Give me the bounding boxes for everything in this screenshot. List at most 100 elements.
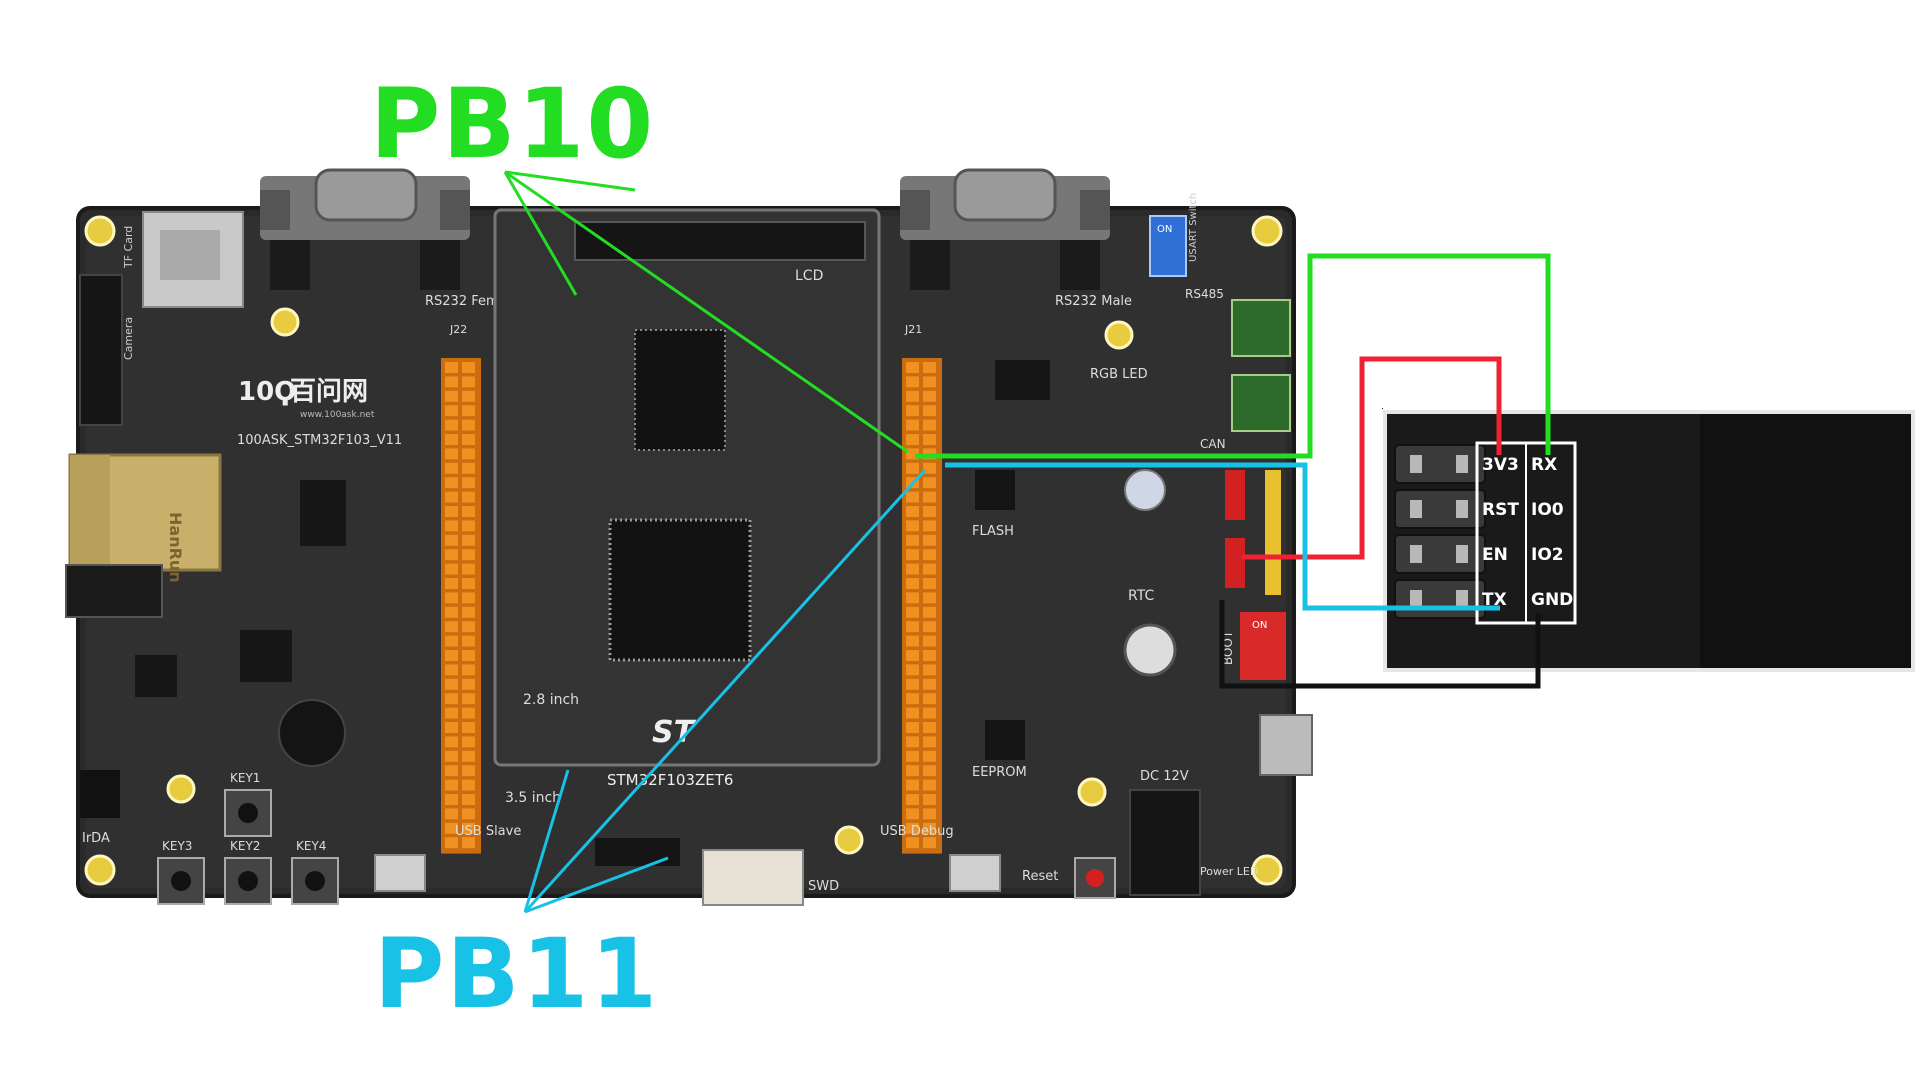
header-pin bbox=[462, 678, 475, 690]
header-pin bbox=[906, 520, 919, 532]
key2-label: KEY2 bbox=[230, 839, 260, 853]
header-base bbox=[441, 358, 481, 854]
key3-button[interactable] bbox=[157, 857, 205, 905]
header-pin bbox=[462, 693, 475, 705]
usart-switch bbox=[1149, 215, 1187, 277]
eeprom-chip bbox=[985, 720, 1025, 760]
rs232-female-connector bbox=[260, 168, 470, 290]
power-switch bbox=[1259, 714, 1313, 776]
header-j22-label: J22 bbox=[449, 323, 467, 336]
lcd-connector bbox=[574, 221, 866, 261]
header-pin bbox=[445, 621, 458, 633]
flash-label: FLASH bbox=[972, 524, 1014, 539]
header-pin bbox=[923, 419, 936, 431]
rs485-terminal bbox=[1231, 299, 1291, 357]
header-pin bbox=[445, 808, 458, 820]
header-pin bbox=[462, 462, 475, 474]
usb-debug-port bbox=[949, 854, 1001, 892]
header-pin bbox=[923, 405, 936, 417]
header-pin bbox=[906, 650, 919, 661]
header-pin bbox=[462, 390, 475, 402]
module-pin-label-tx: TX bbox=[1482, 590, 1507, 610]
header-pin bbox=[445, 462, 458, 474]
header-pin bbox=[923, 664, 936, 676]
header-pin bbox=[906, 678, 919, 690]
power-led-label: Power LED bbox=[1200, 865, 1258, 878]
hanrun-label: HanRun bbox=[166, 512, 185, 583]
header-pin bbox=[923, 650, 936, 661]
camera-label: Camera bbox=[122, 317, 135, 360]
header-pin bbox=[923, 563, 936, 575]
header-pin bbox=[923, 534, 936, 546]
header-pin bbox=[445, 822, 458, 834]
header-pin bbox=[445, 448, 458, 460]
header-pin bbox=[445, 434, 458, 445]
header-pin bbox=[462, 736, 475, 748]
header-pin bbox=[462, 635, 475, 647]
can-terminal bbox=[1231, 374, 1291, 432]
rtc-label: RTC bbox=[1128, 588, 1154, 604]
header-pin bbox=[445, 736, 458, 748]
header-pin bbox=[462, 621, 475, 633]
header-pin bbox=[462, 794, 475, 805]
header-pin bbox=[923, 722, 936, 733]
header-pin bbox=[462, 520, 475, 532]
mcu-label: STM32F103ZET6 bbox=[607, 771, 733, 789]
brand-name: 百问网 bbox=[290, 377, 368, 407]
gpio-header-left bbox=[441, 358, 481, 854]
header-pin bbox=[923, 592, 936, 604]
header-pin bbox=[906, 779, 919, 791]
header-pin bbox=[445, 477, 458, 489]
header-pin bbox=[445, 578, 458, 589]
header-j21-label: J21 bbox=[904, 323, 922, 336]
header-pin bbox=[906, 794, 919, 805]
header-pin bbox=[906, 722, 919, 733]
key3-label: KEY3 bbox=[162, 839, 192, 853]
key4-label: KEY4 bbox=[296, 839, 326, 853]
header-pin bbox=[462, 578, 475, 589]
buzzer bbox=[278, 699, 346, 767]
eeprom-label: EEPROM bbox=[972, 765, 1027, 780]
header-pin bbox=[923, 779, 936, 791]
header-pin bbox=[462, 765, 475, 777]
rgb-led-label: RGB LED bbox=[1090, 367, 1148, 382]
tf-card-slot bbox=[142, 211, 244, 308]
mcu-chip bbox=[608, 518, 752, 662]
header-pin bbox=[906, 693, 919, 705]
pb10-label: PB10 bbox=[370, 68, 656, 180]
header-pin bbox=[462, 506, 475, 517]
header-pin bbox=[906, 606, 919, 618]
header-pin bbox=[462, 477, 475, 489]
module-pin-label-3v3: 3V3 bbox=[1482, 455, 1519, 475]
header-pin bbox=[462, 376, 475, 388]
header-pin bbox=[923, 549, 936, 561]
gpio-header-right bbox=[902, 358, 942, 854]
header-pin bbox=[462, 592, 475, 604]
header-pin bbox=[462, 563, 475, 575]
header-pin bbox=[906, 822, 919, 834]
header-pin bbox=[445, 750, 458, 762]
header-pin bbox=[462, 822, 475, 834]
header-pin bbox=[906, 419, 919, 431]
header-pin bbox=[445, 362, 458, 373]
header-pin bbox=[923, 837, 936, 849]
header-pin bbox=[923, 376, 936, 388]
header-pin bbox=[923, 808, 936, 820]
rgb-led-chip bbox=[995, 360, 1050, 400]
header-pin bbox=[445, 606, 458, 618]
header-pin bbox=[462, 534, 475, 546]
swd-label: SWD bbox=[808, 879, 839, 894]
module-pin-label-io2: IO2 bbox=[1531, 545, 1564, 565]
header-pin bbox=[445, 390, 458, 402]
header-pin bbox=[923, 462, 936, 474]
usb-slave-port bbox=[374, 854, 426, 892]
bottom-pin-header bbox=[595, 838, 680, 866]
key2-button[interactable] bbox=[224, 857, 272, 905]
header-pin bbox=[445, 549, 458, 561]
header-pin bbox=[923, 477, 936, 489]
header-pin bbox=[462, 837, 475, 849]
dc12v-label: DC 12V bbox=[1140, 769, 1189, 784]
pb11-pointer bbox=[523, 468, 927, 914]
rtc-battery bbox=[1124, 469, 1166, 511]
